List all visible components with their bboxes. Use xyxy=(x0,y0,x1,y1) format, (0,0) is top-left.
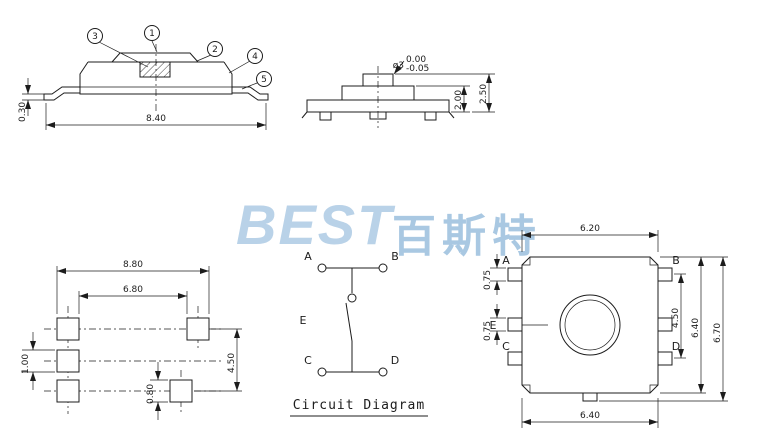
dim-inner-span: 6.80 xyxy=(123,285,143,295)
tolerance-lower: -0.05 xyxy=(406,64,429,74)
dim-pad-d-height: 0.80 xyxy=(146,384,156,404)
terminal-c xyxy=(317,367,327,377)
callout-2-number: 2 xyxy=(212,45,218,55)
switch-arm xyxy=(345,302,353,342)
pin-e xyxy=(507,317,523,332)
callout-5: 5 xyxy=(256,71,272,87)
dim-bottom-width: 6.40 xyxy=(580,411,600,421)
right-lead xyxy=(232,86,269,101)
callout-3: 3 xyxy=(87,28,103,44)
pin-mid-right xyxy=(657,317,673,332)
pin-e-label: E xyxy=(490,319,497,332)
dim-total-height: 2.50 xyxy=(479,84,489,104)
callout-3-number: 3 xyxy=(92,32,98,42)
terminal-d xyxy=(378,367,388,377)
pin-a-label: A xyxy=(502,254,510,267)
pad-top-left xyxy=(56,317,80,341)
top-view: A B E C D 6.20 6.40 0.75 0 xyxy=(483,224,728,428)
pin-c-label: C xyxy=(502,340,510,353)
terminal-a xyxy=(317,263,327,273)
pad-top-right xyxy=(186,317,210,341)
node-a-label: A xyxy=(304,250,312,263)
callout-5-number: 5 xyxy=(261,75,267,85)
terminal-b xyxy=(378,263,388,273)
pad-bottom-right xyxy=(169,379,193,403)
pin-a xyxy=(507,267,523,282)
node-d-label: D xyxy=(391,354,399,367)
node-b-label: B xyxy=(391,250,399,263)
dim-width: 8.40 xyxy=(146,114,166,124)
bottom-tab xyxy=(582,392,598,402)
dim-lead-thickness: 0.30 xyxy=(18,102,28,122)
pin-d-label: D xyxy=(672,340,680,353)
fixed-contact xyxy=(347,293,357,303)
plunger-hatch xyxy=(139,61,171,78)
callout-1: 1 xyxy=(144,25,160,41)
pad-bottom-left xyxy=(56,379,80,403)
circuit-caption: Circuit Diagram xyxy=(293,398,425,413)
dim-pin-e-width: 0.75 xyxy=(483,321,493,341)
pin-b xyxy=(657,267,673,282)
left-lead xyxy=(43,86,80,101)
callout-4-number: 4 xyxy=(252,52,258,62)
dim-diameter: ø3 xyxy=(393,61,404,71)
pin-c xyxy=(507,351,523,366)
pin-b-label: B xyxy=(672,254,680,267)
node-e-label: E xyxy=(300,314,307,327)
side-view: 3 1 2 4 5 8.40 xyxy=(18,25,272,130)
circuit-diagram: A B E C D Circuit Diagram xyxy=(290,250,428,417)
pin-d xyxy=(657,351,673,366)
dim-pin-a-width: 0.75 xyxy=(483,270,493,290)
actuator-button xyxy=(559,294,621,356)
dim-outer-span: 8.80 xyxy=(123,260,143,270)
callout-4: 4 xyxy=(247,48,263,64)
callout-1-number: 1 xyxy=(149,29,155,39)
pad-mid-left xyxy=(56,349,80,373)
footprint-view: 8.80 6.80 4.50 1.00 0.80 xyxy=(21,260,242,420)
front-view: ø3 0.00 -0.05 2.00 2.50 xyxy=(301,55,495,128)
watermark-chinese: 百斯特 xyxy=(392,211,542,262)
dim-overall-height: 6.70 xyxy=(713,323,723,343)
callout-2: 2 xyxy=(207,41,223,57)
dim-pin-pitch: 4.50 xyxy=(671,308,681,328)
dim-pad-e-height: 1.00 xyxy=(21,354,31,374)
tolerance-upper: 0.00 xyxy=(406,55,426,65)
node-c-label: C xyxy=(304,354,312,367)
dim-row-pitch: 4.50 xyxy=(227,353,237,373)
dim-body-height: 6.40 xyxy=(691,318,701,338)
dim-top-width: 6.20 xyxy=(580,224,600,234)
watermark-brand: BEST xyxy=(236,193,394,256)
dim-body-height: 2.00 xyxy=(454,90,464,110)
